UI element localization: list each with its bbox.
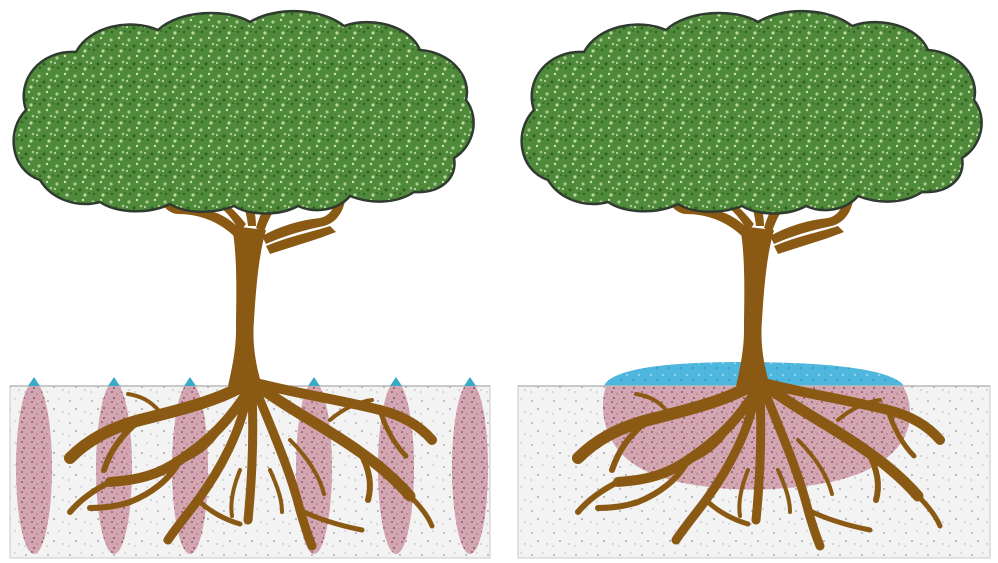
wetting-zone (96, 382, 132, 554)
wetting-zone (16, 382, 52, 554)
tree-canopy (522, 11, 982, 213)
wetting-zone (452, 382, 488, 554)
tree-canopy (14, 11, 474, 213)
